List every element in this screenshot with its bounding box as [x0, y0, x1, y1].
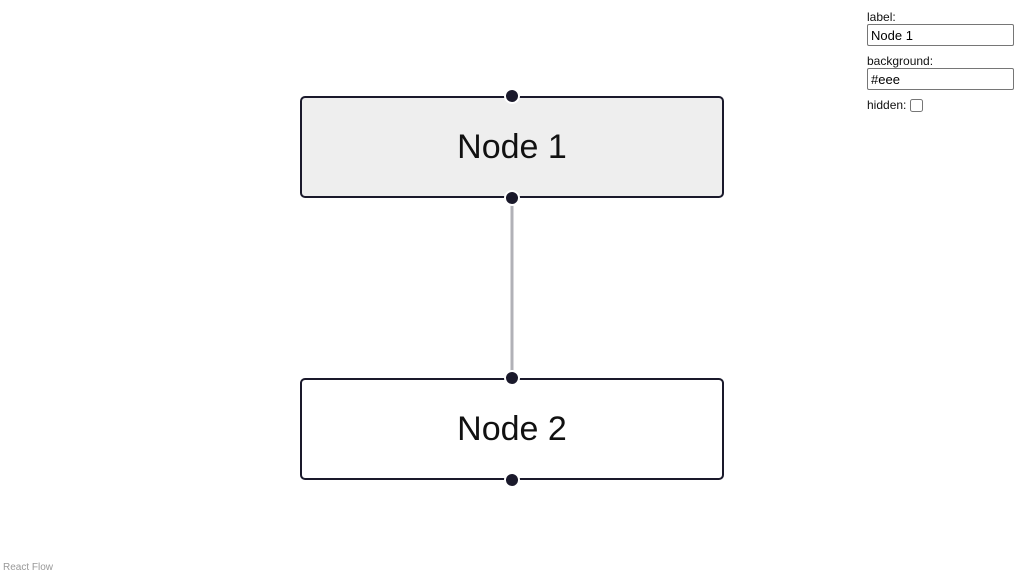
node-2-target-handle[interactable]	[504, 370, 520, 386]
node-1-source-handle[interactable]	[504, 190, 520, 206]
node-2-label: Node 2	[457, 409, 567, 448]
label-input[interactable]	[867, 24, 1014, 46]
node-2[interactable]: Node 2	[300, 370, 724, 488]
node-1[interactable]: Node 1	[300, 88, 724, 206]
background-caption: background:	[867, 54, 934, 68]
hidden-row: hidden:	[867, 98, 1015, 112]
node-2-source-handle[interactable]	[504, 472, 520, 488]
background-input[interactable]	[867, 68, 1014, 90]
node-1-label: Node 1	[457, 127, 567, 166]
hidden-checkbox[interactable]	[910, 98, 924, 112]
react-flow-attribution[interactable]: React Flow	[3, 562, 54, 573]
hidden-caption: hidden:	[867, 98, 907, 112]
node-1-target-handle[interactable]	[504, 88, 520, 104]
label-caption: label:	[867, 10, 896, 24]
node-update-panel: label: background: hidden:	[867, 10, 1015, 112]
